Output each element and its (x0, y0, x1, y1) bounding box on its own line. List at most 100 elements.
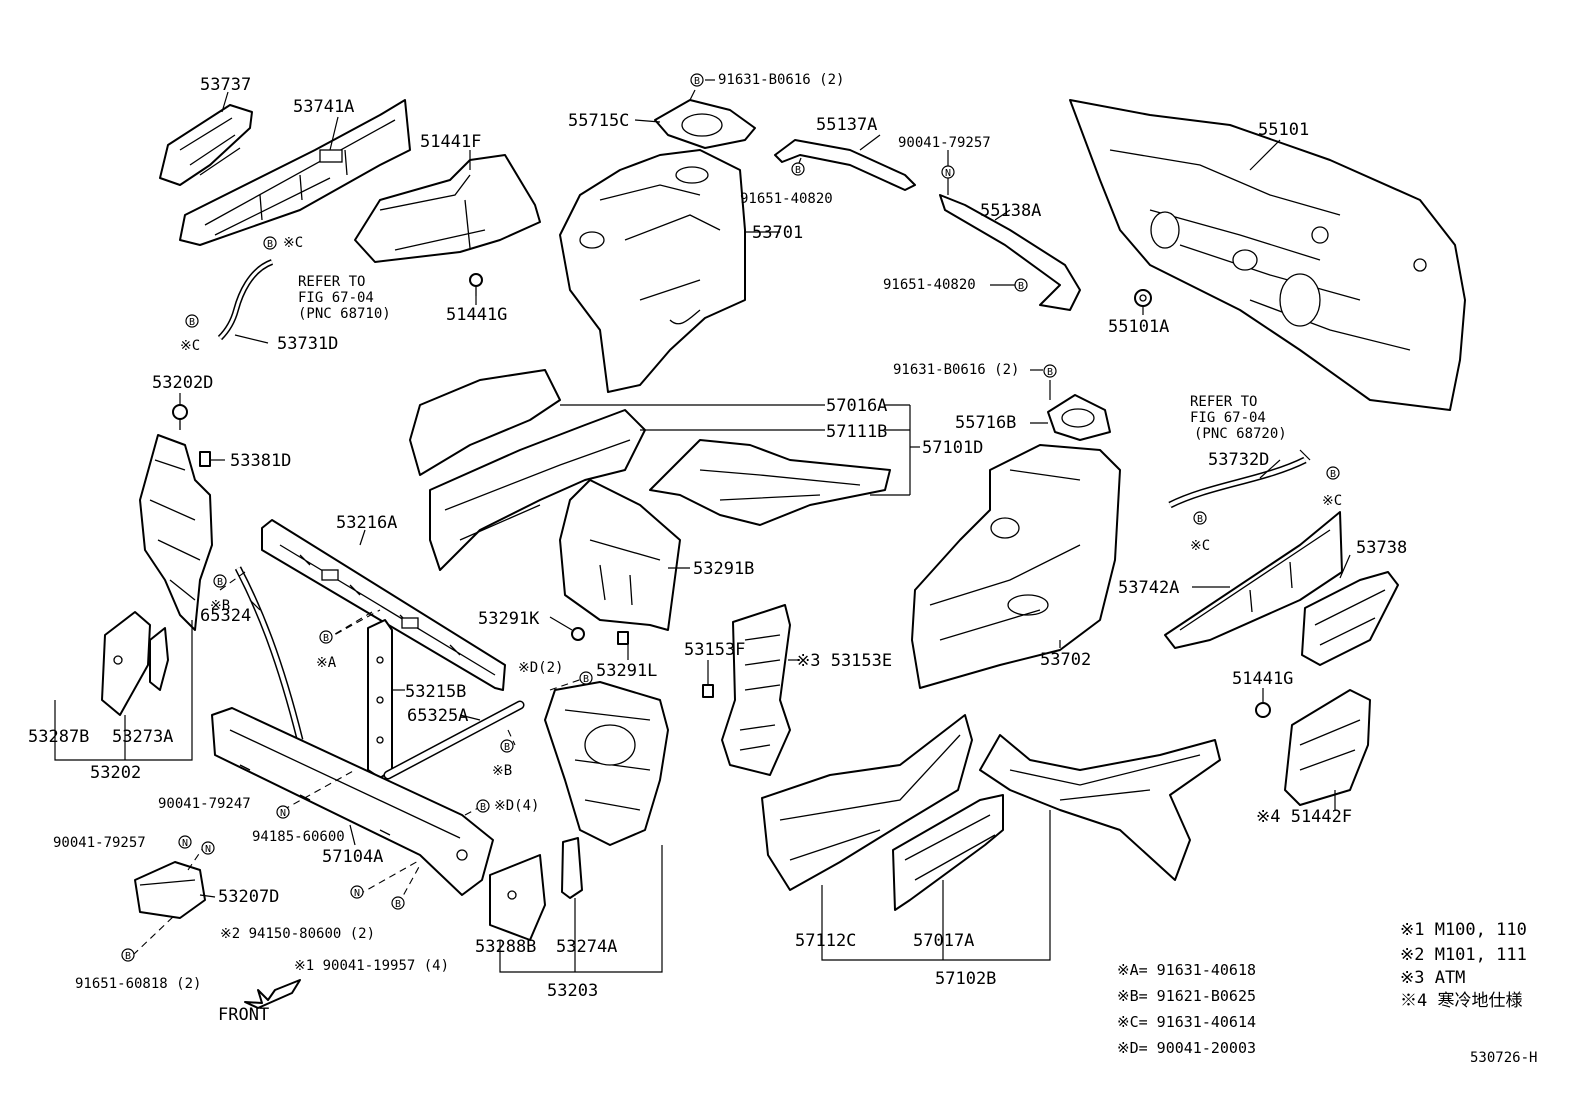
svg-text:B: B (795, 165, 801, 176)
label-53216A: 53216A (336, 513, 397, 533)
legend-note-4: ※4 寒冷地仕様 (1400, 991, 1522, 1011)
callout-c-53732d-right: ※C (1322, 493, 1342, 509)
symbol-b-53215b: B (319, 630, 333, 644)
svg-text:B: B (694, 76, 700, 87)
part-65324-shape (234, 566, 304, 741)
svg-text:B: B (217, 577, 223, 588)
label-51441G-top: 51441G (446, 305, 507, 325)
callout-c-53731d-bottom: ※C (180, 338, 200, 354)
svg-text:B: B (395, 899, 401, 910)
label-57016A: 57016A (826, 396, 887, 416)
svg-text:B: B (504, 742, 510, 753)
label-53738: 53738 (1356, 538, 1407, 558)
front-arrow (244, 979, 301, 1009)
label-53202D: 53202D (152, 373, 213, 393)
part-53702-shape (911, 444, 1121, 689)
label-55716B: 55716B (955, 413, 1016, 433)
callout-c-53732d-left: ※C (1190, 538, 1210, 554)
svg-text:B: B (125, 951, 131, 962)
label-51441F: 51441F (420, 132, 481, 152)
svg-text:B: B (323, 633, 329, 644)
label-51442F: ※4 51442F (1256, 807, 1352, 827)
part-53291L-shape (617, 631, 629, 645)
label-53274A: 53274A (556, 937, 617, 957)
legend-code-a: ※A= 91631-40618 (1117, 961, 1256, 979)
callout-d4: ※D(4) (494, 798, 539, 814)
label-57104A: 57104A (322, 847, 383, 867)
part-53291B-shape (559, 479, 681, 631)
label-90041-79247: 90041-79247 (158, 796, 251, 812)
symbol-n-94185: N (276, 805, 290, 819)
part-65325A-shape (383, 700, 525, 780)
label-53732D: 53732D (1208, 450, 1269, 470)
symbol-b-57104a: B (476, 799, 490, 813)
part-57102B-shape (979, 734, 1221, 881)
label-53381D: 53381D (230, 451, 291, 471)
legend-note-1: ※1 M100, 110 (1400, 920, 1527, 940)
svg-text:B: B (1018, 281, 1024, 292)
label-refer-1-l2: FIG 67-04 (298, 290, 374, 306)
legend-notes: ※1 M100, 110 ※2 M101, 111 ※3 ATM ※4 寒冷地仕… (1400, 920, 1527, 1011)
label-90041-79257-top: 90041-79257 (898, 135, 991, 151)
svg-text:N: N (280, 808, 286, 819)
label-90041-79257-left: 90041-79257 (53, 835, 146, 851)
legend-code-c: ※C= 91631-40614 (1117, 1013, 1256, 1031)
callout-b-65325a: ※B (492, 763, 512, 779)
document-code: 530726-H (1470, 1050, 1537, 1066)
part-57101D-shape (649, 439, 891, 526)
label-refer-2-l2: FIG 67-04 (1190, 410, 1266, 426)
svg-text:N: N (205, 844, 211, 855)
symbol-b-53731d-bottom: B (185, 314, 199, 328)
part-53273A-shape (149, 627, 169, 691)
label-53153F: 53153F (684, 640, 745, 660)
label-94150-80600: ※2 94150-80600 (2) (220, 926, 375, 942)
label-53287B: 53287B (28, 727, 89, 747)
label-55138A: 55138A (980, 201, 1041, 221)
part-57017A-shape (892, 794, 1004, 911)
symbol-b-65324: B (213, 574, 227, 588)
label-65324: 65324 (200, 606, 251, 626)
label-57112C: 57112C (795, 931, 856, 951)
legend-code-b: ※B= 91621-B0625 (1117, 987, 1256, 1005)
part-55716B-shape (1047, 394, 1111, 441)
part-55138A-shape (939, 194, 1081, 311)
legend-codes: ※A= 91631-40618 ※B= 91621-B0625 ※C= 9163… (1117, 961, 1256, 1057)
label-57017A: 57017A (913, 931, 974, 951)
label-91631-B0616-mid: 91631-B0616 (2) (893, 362, 1019, 378)
callout-c-53731d-top: ※C (283, 235, 303, 251)
label-57101D: 57101D (922, 438, 983, 458)
part-51441G-top-shape (469, 273, 483, 296)
svg-text:N: N (354, 888, 360, 899)
label-refer-1-l3: (PNC 68710) (298, 306, 391, 322)
label-57111B: 57111B (826, 422, 887, 442)
symbol-b-55138a: B (1014, 278, 1028, 292)
part-53153E-shape (721, 604, 791, 776)
label-refer-1-l1: REFER TO (298, 274, 365, 290)
symbol-b-53732d-right: B (1326, 466, 1340, 480)
part-53731D-shape (217, 259, 274, 341)
label-53737: 53737 (200, 75, 251, 95)
part-53381D-shape (199, 451, 211, 467)
label-53741A: 53741A (293, 97, 354, 117)
part-53215B-shape (367, 619, 393, 779)
label-51441G-right: 51441G (1232, 669, 1293, 689)
symbol-n-90041-79257: N (178, 835, 192, 849)
label-53203: 53203 (547, 981, 598, 1001)
part-53742A-shape (1164, 511, 1343, 649)
symbol-b-55137a: B (791, 162, 805, 176)
part-55101-shape (1069, 99, 1466, 411)
label-55101: 55101 (1258, 120, 1309, 140)
legend-note-3: ※3 ATM (1400, 968, 1465, 988)
label-53215B: 53215B (405, 682, 466, 702)
label-front: FRONT (218, 1005, 269, 1025)
label-53291K: 53291K (478, 609, 540, 629)
part-53202D-shape (172, 404, 188, 430)
part-53287B-shape (101, 611, 151, 716)
label-91631-B0616-top: 91631-B0616 (2) (718, 72, 844, 88)
label-53291L: 53291L (596, 661, 657, 681)
symbol-b-53732d-left: B (1193, 511, 1207, 525)
part-53701-shape (559, 149, 746, 393)
callout-d2: ※D(2) (518, 660, 563, 676)
part-53732D-shape (1168, 456, 1307, 509)
label-55101A: 55101A (1108, 317, 1169, 337)
